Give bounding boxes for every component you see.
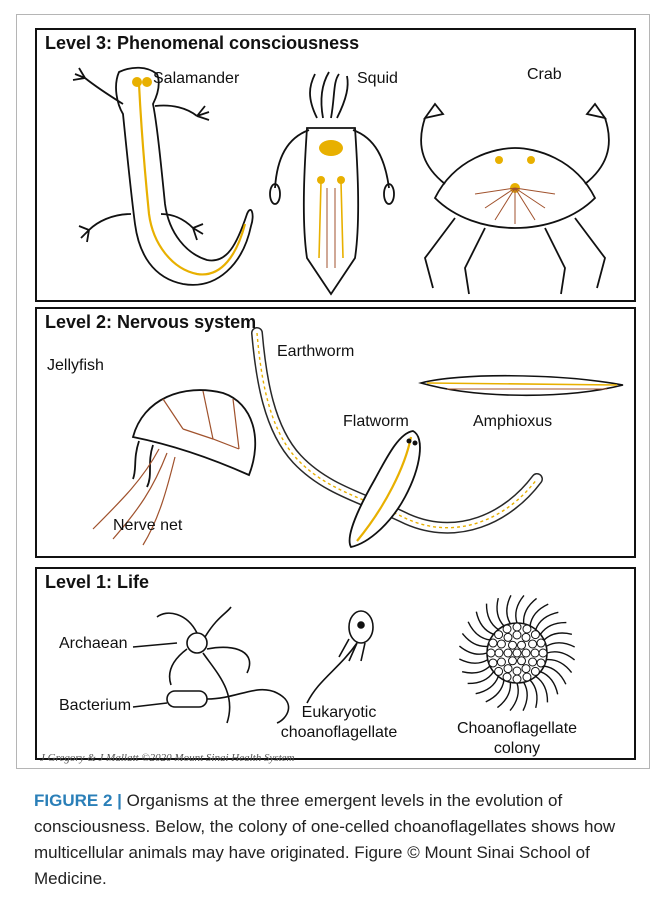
colony-cell [489, 659, 497, 667]
colony-flagellum [547, 652, 575, 660]
colony-cell [503, 625, 511, 633]
colony-flagellum [546, 660, 571, 673]
colony-cell [518, 641, 526, 649]
amphioxus-illustration [417, 369, 627, 405]
panel-level-3: Level 3: Phenomenal consciousness Salama… [35, 28, 636, 302]
label-earthworm: Earthworm [277, 343, 354, 361]
label-crab: Crab [527, 66, 562, 84]
squid-illustration [257, 68, 407, 300]
colony-cell [495, 631, 503, 639]
colony-flagellum [497, 682, 510, 707]
colony-cell [489, 639, 497, 647]
illustration-credit: J Gregory & J Mallatt ©2020 Mount Sinai … [40, 752, 295, 764]
colony-flagellum [524, 598, 537, 623]
figure-caption: FIGURE 2 | Organisms at the three emerge… [34, 788, 644, 892]
label-archaean: Archaean [59, 635, 128, 653]
figure-label: FIGURE 2 | [34, 791, 122, 810]
colony-cell [531, 649, 539, 657]
flatworm-illustration [335, 427, 435, 551]
colony-cell [537, 659, 545, 667]
colony-cell [504, 633, 512, 641]
colony-cell [504, 665, 512, 673]
eukaryotic-line-2: choanoflagellate [269, 723, 409, 743]
colony-cell [513, 631, 521, 639]
caption-text: Organisms at the three emergent levels i… [34, 791, 615, 888]
colony-cell [522, 633, 530, 641]
label-squid: Squid [357, 70, 398, 88]
colony-cell [497, 640, 505, 648]
colony-cell [537, 639, 545, 647]
colony-cell [539, 649, 547, 657]
colony-cell [522, 649, 530, 657]
eukaryotic-line-1: Eukaryotic [269, 703, 409, 723]
colony-cell [513, 675, 521, 683]
colony-line-1: Choanoflagellate [437, 719, 597, 739]
colony-cell [531, 631, 539, 639]
colony-cell [523, 625, 531, 633]
colony-cell [513, 667, 521, 675]
crab-illustration [405, 88, 625, 300]
colony-flagellum [497, 598, 504, 626]
colony-cell [513, 649, 521, 657]
colony-cell [518, 657, 526, 665]
panel-level-2: Level 2: Nervous system Jellyfish Nerve … [35, 307, 636, 558]
colony-flagellum [462, 666, 490, 673]
colony-cell [529, 658, 537, 666]
label-jellyfish: Jellyfish [47, 357, 104, 375]
colony-illustration [447, 589, 587, 719]
choanoflagellate-illustration [299, 599, 389, 709]
label-amphioxus: Amphioxus [473, 413, 552, 431]
colony-line-2: colony [437, 739, 597, 759]
colony-flagellum [507, 595, 511, 623]
colony-cell [504, 649, 512, 657]
colony-flagellum [510, 683, 518, 711]
label-flatworm: Flatworm [343, 413, 409, 431]
colony-flagellum [459, 659, 487, 663]
colony-cell [509, 641, 517, 649]
colony-flagellum [516, 595, 524, 623]
colony-cell [509, 657, 517, 665]
colony-cell [513, 623, 521, 631]
colony-flagellum [523, 682, 527, 710]
colony-flagellum [544, 633, 572, 640]
label-eukaryotic-choanoflagellate: Eukaryotic choanoflagellate [269, 703, 409, 743]
colony-cell [531, 667, 539, 675]
colony-cell [503, 673, 511, 681]
colony-flagellum [462, 633, 487, 646]
colony-cell [495, 649, 503, 657]
colony-flagellum [546, 643, 574, 647]
panel-title-level-3: Level 3: Phenomenal consciousness [45, 33, 359, 54]
label-nerve-net: Nerve net [113, 517, 182, 535]
colony-cell [529, 640, 537, 648]
panel-title-level-2: Level 2: Nervous system [45, 312, 256, 333]
panel-level-1: Level 1: Life Archaean Bacterium Eukaryo… [35, 567, 636, 760]
colony-flagellum [459, 646, 487, 654]
salamander-illustration [57, 64, 277, 300]
colony-cell [497, 658, 505, 666]
panel-title-level-1: Level 1: Life [45, 572, 149, 593]
colony-cell [522, 665, 530, 673]
label-choanoflagellate-colony: Choanoflagellate colony [437, 719, 597, 759]
colony-cell [487, 649, 495, 657]
colony-cell [523, 673, 531, 681]
label-bacterium: Bacterium [59, 697, 131, 715]
label-salamander: Salamander [153, 70, 239, 88]
colony-flagellum [530, 680, 537, 708]
colony-cell [495, 667, 503, 675]
